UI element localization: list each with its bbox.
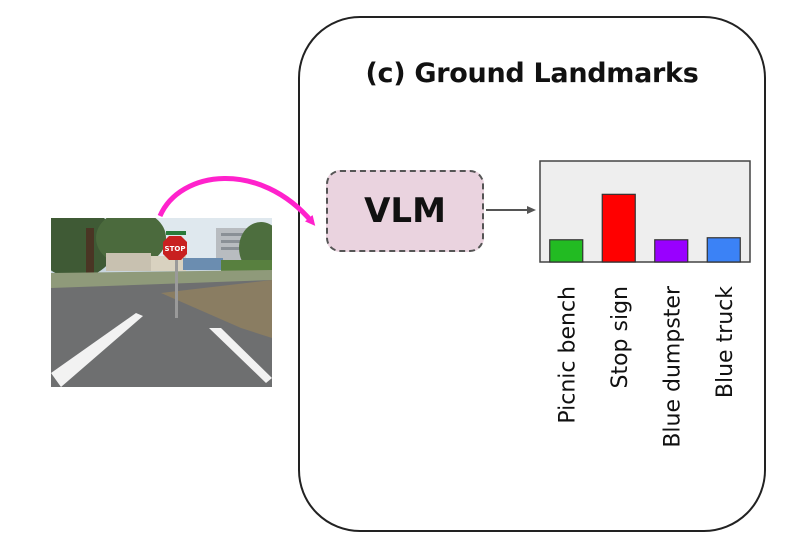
- bar-stop-sign: [601, 193, 636, 263]
- bar-blue-dumpster: [654, 239, 689, 263]
- bar-blue-truck: [706, 237, 741, 263]
- tick-label-picnic-bench: Picnic bench: [555, 286, 580, 424]
- stop-sign-text: STOP: [165, 245, 186, 253]
- panel-title: (c) Ground Landmarks: [365, 58, 699, 89]
- vlm-label: VLM: [364, 191, 446, 231]
- tick-label-blue-dumpster: Blue dumpster: [660, 285, 685, 448]
- tick-label-blue-truck: Blue truck: [713, 286, 738, 398]
- bar-picnic-bench: [549, 239, 584, 263]
- street-photo: STOP: [51, 218, 272, 387]
- vlm-box: VLM: [326, 170, 484, 252]
- ground-landmarks-panel: [298, 16, 766, 532]
- street-scene-image: STOP: [51, 218, 272, 387]
- tick-label-stop-sign: Stop sign: [608, 286, 633, 389]
